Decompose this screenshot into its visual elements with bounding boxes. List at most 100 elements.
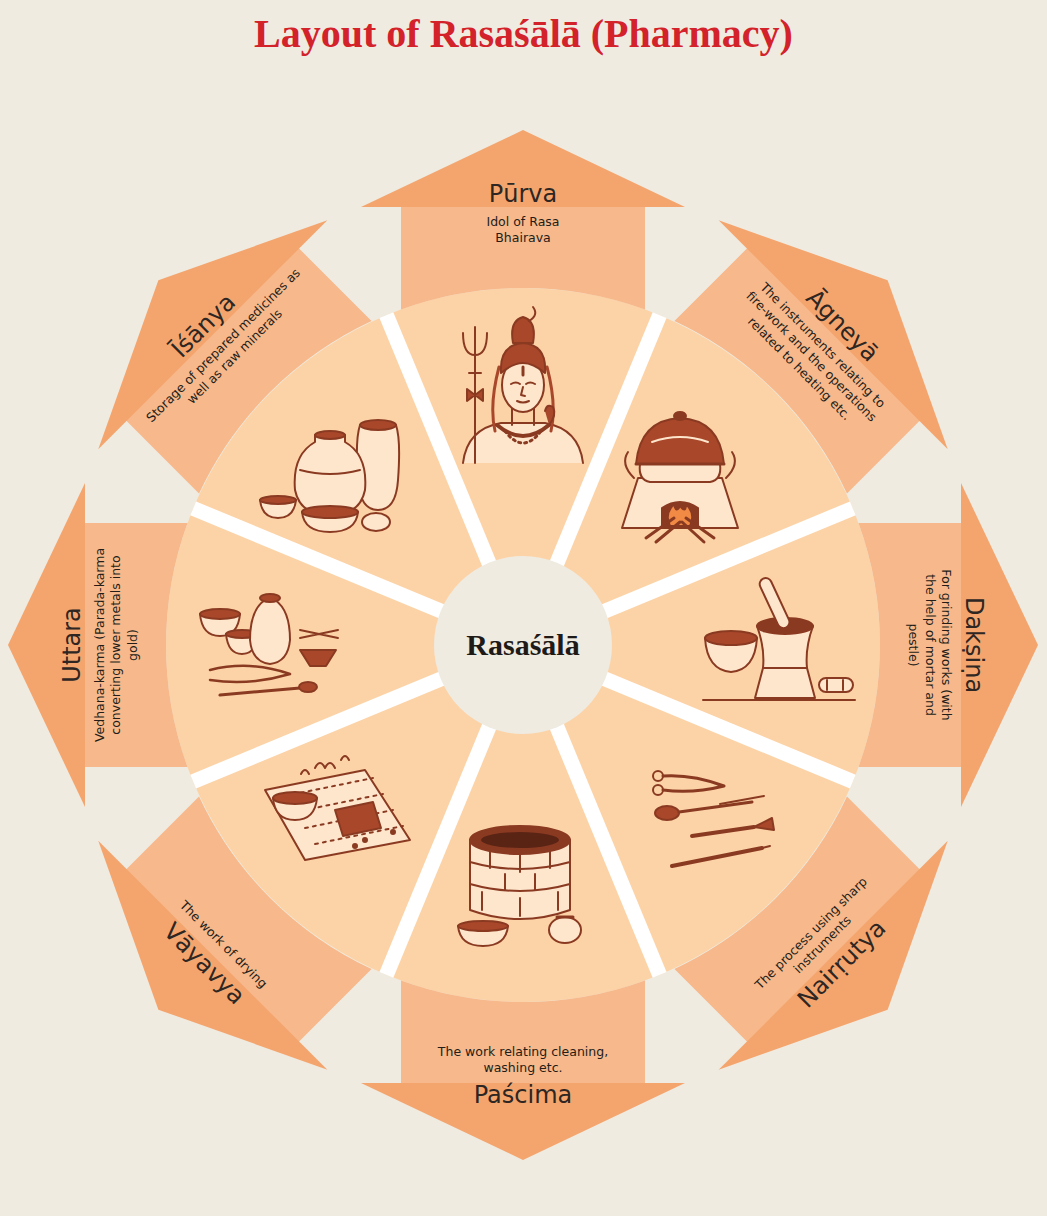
mortar-pestle-part — [705, 631, 757, 645]
direction-arrow: ĪśānyaStorage of prepared medicines as w… — [44, 166, 400, 522]
direction-arrow: UttaraVedhana-karma (Parada-karma conver… — [8, 483, 188, 807]
washing-well-part — [549, 917, 581, 943]
storage-jars-part — [302, 506, 358, 518]
direction-arrow: NairṛutyaThe process using sharp instrum… — [645, 767, 1001, 1123]
direction-name: Paścima — [474, 1081, 573, 1110]
drying-cloth-part — [335, 802, 381, 836]
bhairava-idol-part — [511, 383, 535, 385]
vedhana-vessels-part — [299, 682, 317, 692]
bhairava-idol-part — [521, 387, 525, 396]
mortar-pestle-part — [827, 680, 843, 690]
direction-arrow: VāyavyaThe work of drying — [44, 767, 400, 1123]
page-title: Layout of Rasaśālā (Pharmacy) — [0, 10, 1047, 58]
direction-name: Pūrva — [489, 180, 557, 209]
sharp-tools-part — [663, 776, 724, 792]
sharp-tools — [653, 771, 774, 866]
sharp-tools-part — [692, 827, 754, 836]
arrow-shape — [361, 981, 685, 1161]
direction-arrow: PūrvaIdol of Rasa Bhairava — [361, 130, 685, 310]
storage-jars-part — [362, 513, 390, 531]
arrow-shape — [44, 768, 400, 1124]
arrow-shape — [8, 483, 188, 807]
mortar-pestle-part — [755, 626, 815, 698]
bhairava-idol-part — [463, 327, 487, 355]
arrow-shaft — [84, 523, 188, 767]
furnace-pot-part — [652, 437, 708, 442]
arrow-head — [718, 840, 1002, 1124]
hub-fill — [434, 556, 612, 734]
drying-cloth-part — [273, 792, 317, 804]
vedhana-vessels-part — [300, 650, 336, 666]
furnace-pot-part — [636, 418, 724, 464]
drying-cloth-part — [391, 830, 395, 834]
bhairava-idol-part — [522, 367, 525, 375]
hub-text-box: Rasaśālā — [442, 627, 604, 663]
sector-dividers-part — [193, 508, 443, 612]
sharp-tools-part — [762, 846, 770, 848]
arrow-shaft — [859, 523, 963, 767]
sharp-tools-part — [679, 802, 752, 812]
direction-arrow: Paścima The work relating cleaning, washi… — [361, 980, 685, 1160]
sector-dividers — [193, 315, 853, 975]
vedhana-vessels-part — [200, 609, 240, 619]
vedhana-vessels-part — [300, 630, 338, 638]
arrow-shape — [44, 166, 400, 522]
mortar-pestle — [703, 576, 855, 700]
washing-well-part — [458, 921, 508, 931]
furnace-pot — [622, 412, 738, 542]
mortar-pestle-part — [703, 699, 855, 701]
arrow-head — [44, 840, 328, 1124]
washing-well-part — [482, 850, 558, 916]
mortar-pestle-part — [819, 678, 853, 692]
bhairava-idol-part — [505, 431, 541, 443]
arrow-shaft — [401, 981, 645, 1085]
washing-well — [458, 826, 581, 946]
direction-arrow: DakṣiṇaFor grinding works (with the help… — [858, 483, 1038, 807]
drying-cloth-part — [353, 844, 357, 848]
bhairava-idol-part — [469, 372, 481, 374]
bhairava-idol-part — [463, 423, 583, 463]
storage-jars-part — [295, 435, 366, 516]
arrow-shape — [646, 166, 1002, 522]
vedhana-vessels-part — [210, 666, 290, 682]
bhairava-idol-part — [474, 349, 476, 463]
vedhana-vessels-part — [220, 688, 300, 695]
sector-dividers-part — [386, 315, 490, 565]
arrow-shape — [859, 483, 1039, 807]
sector-dividers-part — [193, 678, 443, 782]
bhairava-idol — [463, 307, 583, 463]
furnace-pot-part — [646, 518, 714, 542]
bhairava-idol-part — [467, 389, 483, 401]
arrow-head — [718, 166, 1002, 450]
direction-note: The work relating cleaning, washing etc. — [411, 1044, 636, 1077]
furnace-pot-part — [674, 412, 686, 420]
vedhana-vessels-part — [250, 600, 290, 664]
bhairava-idol-part — [529, 307, 535, 321]
drying-cloth-part — [301, 756, 349, 774]
arrow-shape — [361, 130, 685, 310]
hub-label: Rasaśālā — [442, 627, 604, 663]
furnace-pot-part — [640, 464, 721, 482]
storage-jars-part — [260, 496, 296, 504]
direction-name: Dakṣiṇa — [959, 597, 988, 693]
drying-cloth — [265, 756, 410, 860]
furnace-pot-part — [636, 463, 724, 466]
sharp-tools-part — [672, 848, 762, 866]
bhairava-idol-part — [517, 401, 529, 403]
wheel-disc — [166, 288, 880, 1002]
arrow-head — [44, 166, 328, 450]
storage-jars — [260, 420, 399, 532]
bhairava-idol-part — [545, 406, 554, 425]
vedhana-vessels — [200, 594, 338, 695]
mortar-pestle-part — [758, 576, 792, 630]
washing-well-part — [480, 831, 560, 849]
washing-well-part — [470, 826, 570, 854]
storage-jars-part — [300, 470, 360, 474]
drying-cloth-part — [363, 838, 367, 842]
storage-jars-part — [315, 431, 345, 439]
sector-dividers-part — [602, 678, 852, 782]
direction-note: For grinding works (with the help of mor… — [905, 560, 954, 730]
sharp-tools-part — [655, 806, 679, 820]
arrow-shaft — [401, 206, 645, 310]
